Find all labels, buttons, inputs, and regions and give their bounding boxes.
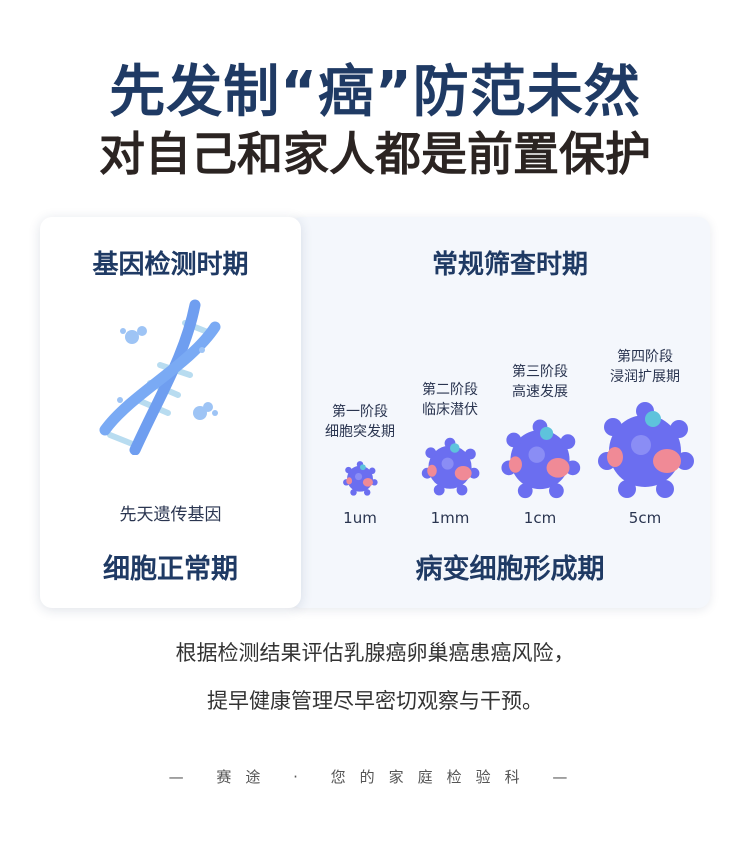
cancer-cell-icon xyxy=(598,402,694,498)
dna-helix-icon xyxy=(99,299,221,455)
stage-4-size: 5cm xyxy=(628,509,662,527)
screening-heading: 常规筛查时期 xyxy=(431,250,588,280)
gene-card-footer: 细胞正常期 xyxy=(103,554,238,585)
stage-1: 第一阶段 细胞突发期 1um xyxy=(310,402,410,527)
stage-3-desc: 高速发展 xyxy=(512,384,568,400)
cancer-cell-icon xyxy=(501,419,581,499)
stage-2: 第二阶段 临床潜伏 1mm xyxy=(405,380,495,527)
stage-3-label: 第三阶段 xyxy=(512,364,568,380)
gene-test-card: 基因检测时期 先天遗传基因 细胞正常期 xyxy=(40,217,301,608)
stage-4-desc: 浸润扩展期 xyxy=(610,369,680,385)
gene-card-caption: 先天遗传基因 xyxy=(119,505,222,525)
headline-title: 先发制“癌”防范未然 xyxy=(109,60,641,125)
stage-4-label: 第四阶段 xyxy=(617,349,673,365)
stage-1-desc: 细胞突发期 xyxy=(325,424,395,440)
screening-footer: 病变细胞形成期 xyxy=(415,554,605,585)
stage-1-label: 第一阶段 xyxy=(332,404,388,420)
cancer-cell-icon xyxy=(421,437,480,496)
stage-2-label: 第二阶段 xyxy=(422,382,478,398)
stage-3: 第三阶段 高速发展 1cm xyxy=(490,362,590,527)
stage-3-size: 1cm xyxy=(523,509,557,527)
stage-2-size: 1mm xyxy=(430,509,470,527)
stage-1-size: 1um xyxy=(343,509,377,527)
headline-subtitle: 对自己和家人都是前置保护 xyxy=(99,127,651,181)
cancer-cell-icon xyxy=(343,461,378,496)
description-line-2: 提早健康管理尽早密切观察与干预。 xyxy=(207,689,543,713)
description-line-1: 根据检测结果评估乳腺癌卵巢癌患癌风险， xyxy=(175,641,575,665)
stage-2-desc: 临床潜伏 xyxy=(422,402,478,418)
brand-footer: — 赛途 · 您的家庭检验科 — xyxy=(168,768,582,786)
stage-4: 第四阶段 浸润扩展期 5cm xyxy=(585,347,705,527)
screening-panel: 常规筛查时期 第一阶段 细胞突发期 1um 第二阶段 临床潜伏 xyxy=(290,217,710,608)
gene-card-heading: 基因检测时期 xyxy=(92,250,249,280)
